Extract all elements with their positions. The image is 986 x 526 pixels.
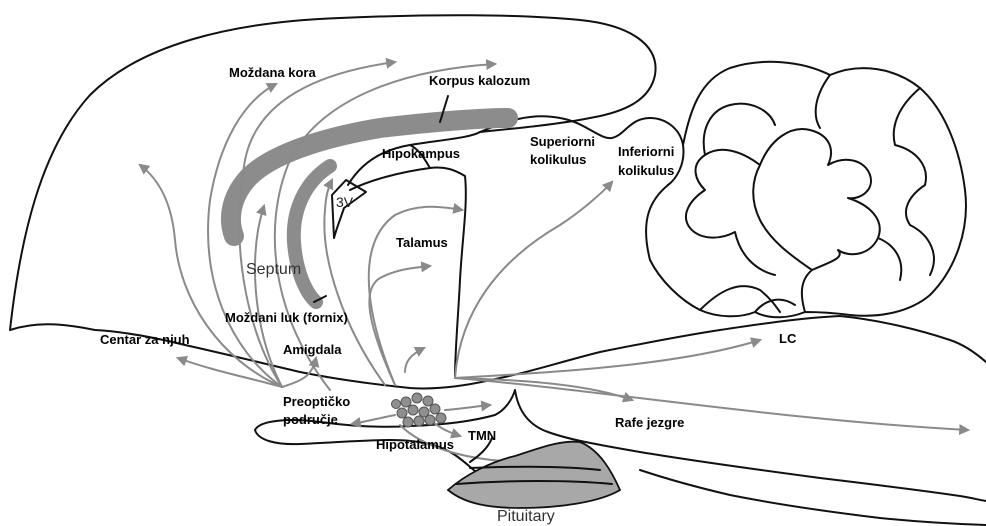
label-third-ventricle: 3V	[336, 194, 354, 210]
label-tmn: TMN	[468, 428, 496, 443]
pituitary-gland	[448, 442, 620, 508]
arrow-to-olfactory	[178, 358, 282, 387]
label-superiorni-line1: Superiorni	[530, 134, 595, 149]
arrow-to-preoptic	[352, 415, 395, 424]
arrow-to-tmn-right	[445, 405, 490, 410]
label-amigdala: Amigdala	[283, 342, 342, 357]
arrow-to-septum	[255, 206, 282, 387]
label-inferiorni-line2: kolikulus	[618, 163, 674, 178]
label-lc: LC	[779, 331, 797, 346]
arrow-to-lc	[455, 340, 760, 378]
label-pituitary: Pituitary	[497, 508, 555, 525]
label-talamus: Talamus	[396, 235, 448, 250]
label-septum: Septum	[246, 261, 301, 278]
arrow-to-cortex-2	[239, 62, 395, 387]
arrow-up-short	[405, 348, 424, 372]
ventral-outline	[255, 390, 986, 525]
label-preopticko-line1: Preoptičko	[283, 394, 350, 409]
label-superiorni-line2: kolikulus	[530, 152, 586, 167]
label-centar-za-njuh: Centar za njuh	[100, 332, 190, 347]
cerebellum-folds	[646, 75, 934, 312]
tmn-cell-cluster	[392, 393, 447, 427]
label-hipokampus: Hipokampus	[382, 146, 460, 161]
label-korpus-kalozum: Korpus kalozum	[429, 73, 530, 88]
label-hipotalamus: Hipotalamus	[376, 437, 454, 452]
arrow-to-inferior-colliculus	[455, 182, 612, 378]
label-inferiorni-line1: Inferiorni	[618, 144, 674, 159]
label-preopticko-line2: područje	[283, 412, 338, 427]
label-mozdani-luk: Moždani luk (fornix)	[225, 310, 348, 325]
arrow-to-thalamus-2	[369, 266, 430, 385]
label-rafe-jezgre: Rafe jezgre	[615, 415, 684, 430]
thalamus-outline	[350, 167, 466, 378]
label-mozdana-kora: Moždana kora	[229, 65, 316, 80]
